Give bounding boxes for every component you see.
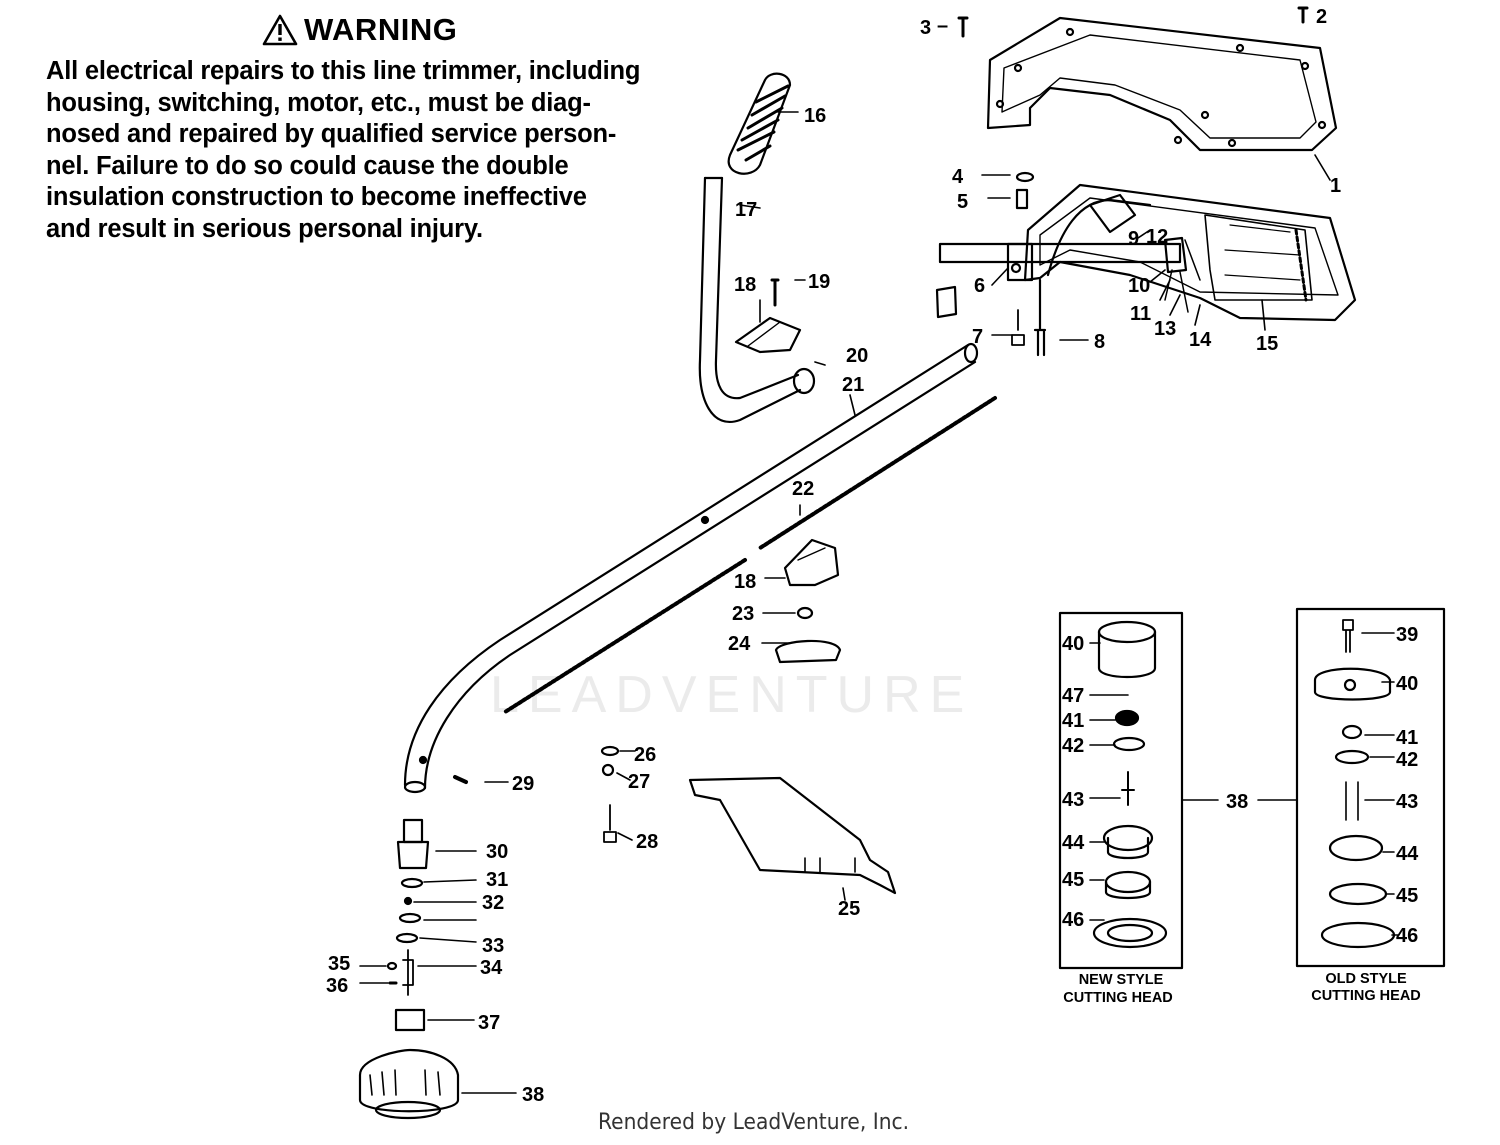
new-callout-45: 45 [1062, 869, 1084, 891]
handle-assembly [698, 72, 816, 423]
callout-17: 17 [735, 199, 757, 221]
callout-dash-3: – [937, 15, 948, 37]
callout-14: 14 [1189, 329, 1212, 351]
callout-36: 36 [326, 975, 348, 997]
callout-23: 23 [732, 603, 754, 625]
callout-35: 35 [328, 953, 350, 975]
new-style-label-1: NEW STYLE [1079, 972, 1164, 988]
callout-22: 22 [792, 478, 814, 500]
callout-labels: 3 – 2 1 4 5 6 7 8 9 12 10 11 13 14 15 16… [326, 6, 1421, 1106]
callout-10: 10 [1128, 275, 1150, 297]
callout-19: 19 [808, 271, 830, 293]
new-callout-41: 41 [1062, 710, 1084, 732]
callout-13: 13 [1154, 318, 1176, 340]
old-callout-39: 39 [1396, 624, 1418, 646]
callout-6: 6 [974, 275, 985, 297]
callout-2: 2 [1316, 6, 1327, 28]
housing-motor [938, 183, 1357, 357]
callout-18-upper: 18 [734, 274, 756, 296]
callout-9: 9 [1128, 228, 1139, 250]
warning-text: All electrical repairs to this line trim… [46, 56, 686, 245]
leader-lines [359, 111, 1399, 1094]
new-style-head [1058, 611, 1184, 970]
old-callout-45: 45 [1396, 885, 1418, 907]
callout-7: 7 [972, 326, 983, 348]
new-callout-47: 47 [1062, 685, 1084, 707]
callout-29: 29 [512, 773, 534, 795]
callout-8: 8 [1094, 331, 1105, 353]
callout-12: 12 [1146, 226, 1168, 248]
warning-triangle-icon [262, 14, 298, 46]
callout-30: 30 [486, 841, 508, 863]
old-callout-43: 43 [1396, 791, 1418, 813]
warning-line-2: housing, switching, motor, etc., must be… [46, 88, 591, 117]
warning-title-text: WARNING [304, 12, 458, 47]
warning-line-5: insulation construction to become ineffe… [46, 183, 587, 211]
callout-16: 16 [804, 105, 826, 127]
new-callout-44: 44 [1062, 832, 1085, 854]
callout-3: 3 [920, 17, 931, 39]
warning-line-3: nosed and repaired by qualified service … [46, 120, 617, 148]
callout-37: 37 [478, 1012, 500, 1034]
callout-33: 33 [482, 935, 504, 957]
callout-21: 21 [842, 374, 864, 396]
housing-cover [986, 16, 1338, 152]
callout-4: 4 [952, 166, 964, 188]
lower-clamp-parts [774, 538, 842, 664]
head-parts [358, 818, 460, 1120]
callout-5: 5 [957, 191, 968, 213]
callout-27: 27 [628, 771, 650, 793]
callout-26: 26 [634, 744, 656, 766]
callout-20: 20 [846, 345, 868, 367]
main-shaft [403, 342, 997, 794]
old-callout-40: 40 [1396, 673, 1418, 695]
callout-1: 1 [1330, 175, 1341, 197]
warning-line-4: nel. Failure to do so could cause the do… [46, 151, 569, 180]
callout-25: 25 [838, 898, 860, 920]
callout-31: 31 [486, 869, 508, 891]
callout-11: 11 [1130, 303, 1151, 325]
callout-18-lower: 18 [734, 571, 756, 593]
new-callout-42: 42 [1062, 735, 1084, 757]
callout-38-bottom: 38 [522, 1084, 544, 1106]
new-callout-46: 46 [1062, 909, 1084, 931]
old-callout-46: 46 [1396, 925, 1418, 947]
watermark: LEADVENTURE [490, 666, 974, 724]
shield [453, 745, 897, 895]
old-style-label-1: OLD STYLE [1325, 971, 1407, 987]
new-style-label-2: CUTTING HEAD [1063, 990, 1173, 1006]
warning-title: WARNING [262, 12, 457, 48]
new-callout-43: 43 [1062, 789, 1084, 811]
old-callout-44: 44 [1396, 843, 1419, 865]
callout-38-heads: 38 [1226, 791, 1248, 813]
callout-32: 32 [482, 892, 504, 914]
callout-28: 28 [636, 831, 658, 853]
old-callout-41: 41 [1396, 727, 1418, 749]
old-style-head [1295, 607, 1446, 968]
warning-line-6: and result in serious personal injury. [46, 214, 483, 243]
callout-15: 15 [1256, 333, 1278, 355]
new-callout-40: 40 [1062, 633, 1084, 655]
footer-credit: Rendered by LeadVenture, Inc. [598, 1110, 910, 1135]
warning-line-1: All electrical repairs to this line trim… [46, 57, 641, 85]
callout-34: 34 [480, 957, 503, 979]
callout-24: 24 [728, 633, 751, 655]
small-parts-top [935, 6, 1309, 346]
old-style-label-2: CUTTING HEAD [1311, 988, 1421, 1004]
old-callout-42: 42 [1396, 749, 1418, 771]
